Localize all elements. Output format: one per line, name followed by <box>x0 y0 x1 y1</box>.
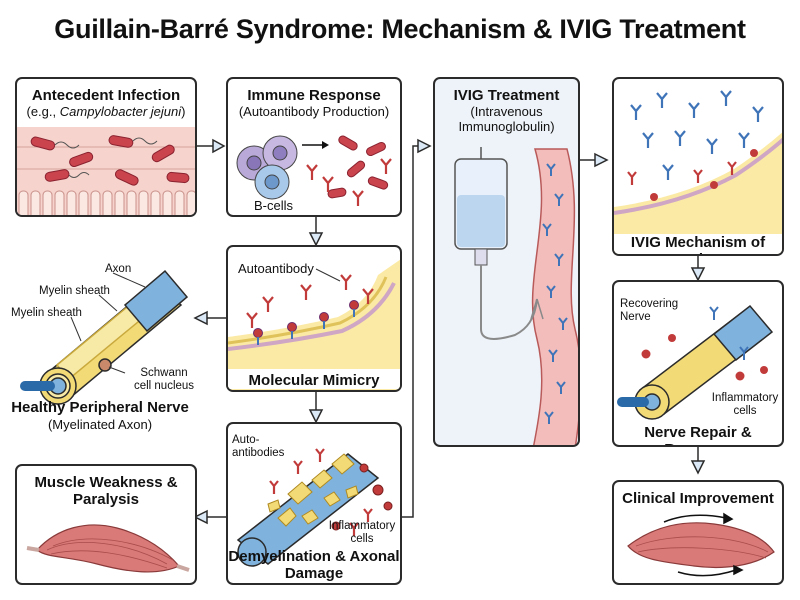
antibody-icon <box>542 163 568 424</box>
panel-nerve-repair: Recovering Nerve Inflammatory cells Nerv… <box>612 280 784 447</box>
damaged-myelin <box>267 453 359 527</box>
demyelination-illustration <box>236 448 393 567</box>
page-title: Guillain-Barré Syndrome: Mechanism & IVI… <box>54 14 746 44</box>
autoantibody-label: Autoantibody <box>238 261 314 276</box>
repair-inflammatory-label: Inflammatory cells <box>711 392 779 417</box>
mimicry-title: Molecular Mimicry <box>228 369 400 390</box>
antibody-icon <box>709 306 749 360</box>
improved-muscle-illustration <box>627 512 775 577</box>
infection-sub-prefix: (e.g., <box>26 104 60 119</box>
healthy-nerve-title: Healthy Peripheral Nerve <box>11 399 189 416</box>
ivig-subtitle: (Intravenous Immunoglobulin) <box>458 104 555 134</box>
arrow-mechanism-to-repair <box>690 267 706 282</box>
arrow-repair-to-clinical <box>690 460 706 475</box>
axon-label: Axon <box>105 263 132 275</box>
myelin-sheath-label-2: Myelin sheath <box>11 307 82 319</box>
pathogen-name: Campylobacter jejuni <box>59 104 182 119</box>
auto-antibodies-label: Auto-antibodies <box>232 434 285 459</box>
panel-immune-response: Immune Response (Autoantibody Production… <box>226 77 402 217</box>
mechanism-title: IVIG Mechanism of Action <box>614 234 782 254</box>
infection-subtitle: (e.g., Campylobacter jejuni) <box>17 104 195 120</box>
infection-illustration <box>17 127 195 215</box>
arrow-demyelination-to-ivig <box>417 138 432 154</box>
antigen-receptor <box>253 300 359 338</box>
ivig-illustration <box>454 147 578 445</box>
panel-clinical-improvement: Clinical Improvement <box>612 480 784 585</box>
immune-illustration <box>236 135 392 206</box>
antibody-icon <box>306 158 392 206</box>
antibody-icon <box>269 448 373 536</box>
arrow-mimicry-to-healthy <box>193 310 208 326</box>
panel-ivig-treatment: IVIG Treatment (Intravenous Immunoglobul… <box>433 77 580 447</box>
b-cells-label: B-cells <box>254 198 294 213</box>
immune-subtitle: (Autoantibody Production) <box>238 104 390 119</box>
muscle-icon <box>26 524 190 573</box>
ivig-title: IVIG Treatment <box>453 87 560 104</box>
panel-demyelination: Auto-antibodies Inflammatory cells Demye… <box>226 422 402 585</box>
muscle-illustration <box>26 524 190 573</box>
schwann-cell-label: Schwann cell nucleus <box>133 367 195 392</box>
bacteria-icon <box>30 135 190 186</box>
recovering-nerve-label: Recovering Nerve <box>620 298 679 323</box>
b-cell-icon <box>236 135 298 200</box>
arrow-ivig-to-mechanism <box>594 152 609 168</box>
intestinal-villi <box>18 190 195 215</box>
panel-ivig-mechanism: IVIG Mechanism of Action <box>612 77 784 256</box>
immune-title: Immune Response <box>247 87 381 104</box>
arrow-mimicry-to-demyelination <box>308 409 324 424</box>
myelinated-axon <box>20 269 189 405</box>
healthy-nerve-subtitle: (Myelinated Axon) <box>47 417 153 432</box>
panel-healthy-nerve: Axon Myelin sheath Myelin sheath Schwann… <box>5 245 195 435</box>
arrow-infection-to-immune <box>212 138 226 154</box>
infection-title: Antecedent Infection <box>31 87 181 104</box>
clinical-improvement-title: Clinical Improvement <box>622 490 774 507</box>
mechanism-illustration <box>614 90 782 254</box>
demyelination-title: Demyelination & Axonal Damage <box>228 548 400 583</box>
infection-sub-suffix: ) <box>181 104 186 119</box>
inflammatory-cells-label: Inflammatory cells <box>328 520 396 545</box>
muscle-icon <box>627 522 775 569</box>
repair-title: Nerve Repair & Recovery <box>644 424 752 445</box>
iv-bag-icon <box>454 147 544 340</box>
inflammatory-cell-icon <box>641 334 768 381</box>
arrow-demyelination-to-muscle <box>193 509 208 525</box>
blood-vessel <box>531 148 578 445</box>
arrow-immune-to-mimicry <box>308 232 324 247</box>
mimicry-illustration <box>228 259 400 390</box>
strength-arrow-icon <box>663 512 744 577</box>
panel-muscle-weakness: Muscle Weakness & Paralysis <box>15 464 197 585</box>
panel-molecular-mimicry: Autoantibody Molecular Mimicry <box>226 245 402 392</box>
nerve-illustration <box>20 269 189 405</box>
inflammatory-cell-icon <box>331 463 393 531</box>
panel-antecedent-infection: Antecedent Infection (e.g., Campylobacte… <box>15 77 197 217</box>
muscle-weakness-title: Muscle Weakness & Paralysis <box>34 474 178 509</box>
antibody-icon <box>246 274 374 328</box>
antibody-icon <box>630 90 764 180</box>
myelin-sheath-label-1: Myelin sheath <box>39 285 110 297</box>
repair-illustration <box>617 304 774 420</box>
